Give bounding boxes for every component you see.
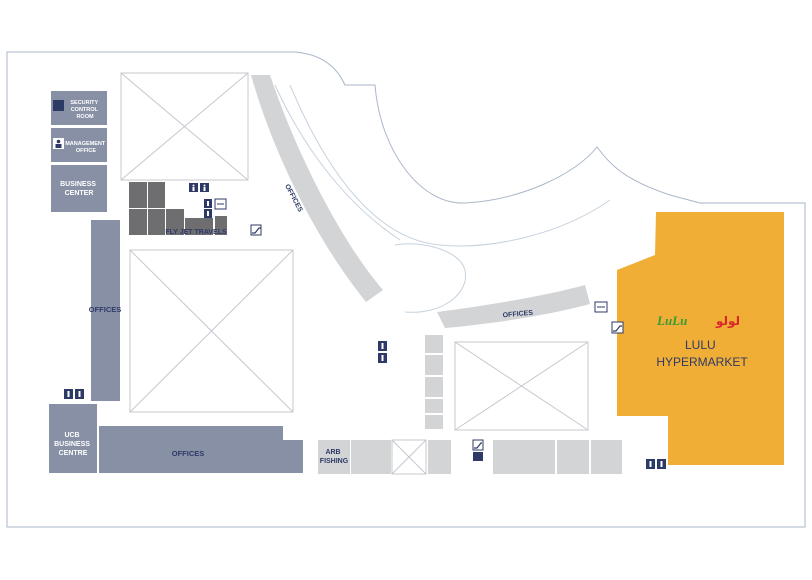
label-offices-curved: OFFICES bbox=[502, 310, 533, 320]
unit-arb-fishing[interactable] bbox=[318, 440, 350, 474]
void-center bbox=[129, 249, 294, 413]
unit-shop[interactable] bbox=[557, 440, 589, 474]
escalator-icon bbox=[611, 321, 624, 334]
corridor-units bbox=[425, 335, 443, 429]
void-outline bbox=[274, 84, 611, 313]
restroom-icon bbox=[189, 183, 209, 192]
unit-business-center[interactable] bbox=[51, 165, 107, 212]
label-business-center: BUSINESS CENTER bbox=[60, 181, 98, 197]
label-offices-left: OFFICES bbox=[89, 305, 122, 314]
label-fly-jet-travels: FLY JET TRAVELS bbox=[165, 229, 227, 236]
security-icon bbox=[53, 100, 64, 111]
restroom-icon bbox=[378, 341, 387, 363]
unit-shop[interactable] bbox=[428, 440, 451, 474]
unit-offices-left[interactable] bbox=[91, 220, 120, 401]
label-lulu-hypermarket: LULU HYPERMARKET bbox=[656, 338, 748, 369]
void-small bbox=[391, 439, 427, 475]
restroom-icon bbox=[204, 199, 212, 218]
atm-icon bbox=[594, 301, 608, 313]
unit-shop[interactable] bbox=[591, 440, 622, 474]
void-top bbox=[120, 72, 249, 181]
restroom-icon bbox=[64, 389, 84, 399]
atm-icon bbox=[214, 198, 227, 210]
building-outline bbox=[6, 51, 806, 528]
label-arb-fishing: ARB FISHING bbox=[320, 449, 349, 465]
lulu-logo-latin: LuLu bbox=[656, 313, 687, 328]
label-ucb-business-centre: UCB BUSINESS CENTRE bbox=[54, 432, 92, 457]
lulu-logo: LuLu لولو bbox=[656, 313, 740, 329]
unit-offices-diagonal[interactable] bbox=[251, 75, 383, 302]
label-security-control-room: SECURITY CONTROL ROOM bbox=[70, 100, 99, 120]
unit-lulu-hypermarket[interactable] bbox=[617, 212, 784, 465]
lulu-logo-arabic: لولو bbox=[715, 314, 740, 329]
restroom-icon bbox=[646, 459, 666, 469]
void-right bbox=[454, 341, 589, 431]
unit-shop[interactable] bbox=[351, 440, 391, 474]
label-offices-bottom: OFFICES bbox=[172, 449, 205, 458]
label-management-office: MANAGEMENT OFFICE bbox=[65, 141, 107, 154]
unit-fly-jet-travels[interactable] bbox=[129, 182, 227, 235]
escalator-icon bbox=[250, 224, 262, 236]
unit-ucb-business-centre[interactable] bbox=[49, 404, 97, 473]
elevator-icon bbox=[472, 439, 484, 461]
unit-offices-curved[interactable] bbox=[437, 285, 590, 328]
unit-offices-bottom[interactable] bbox=[99, 426, 303, 473]
unit-shop[interactable] bbox=[493, 440, 555, 474]
management-icon bbox=[53, 138, 64, 149]
